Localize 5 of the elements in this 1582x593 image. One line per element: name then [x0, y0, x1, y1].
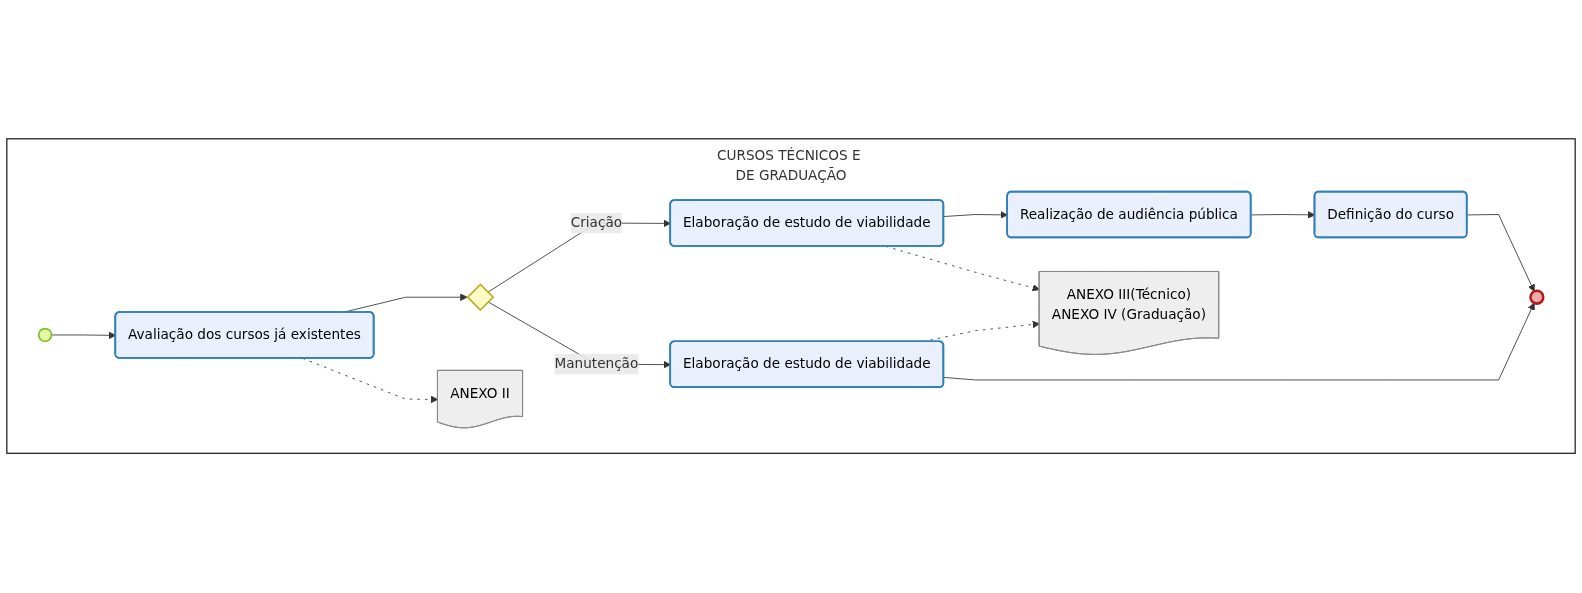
edge-label: Criação: [570, 214, 623, 232]
node-diamond: [466, 283, 495, 312]
node-circle: [1529, 290, 1545, 306]
edge-label: Manutenção: [554, 356, 639, 373]
node-circle: [37, 328, 53, 343]
